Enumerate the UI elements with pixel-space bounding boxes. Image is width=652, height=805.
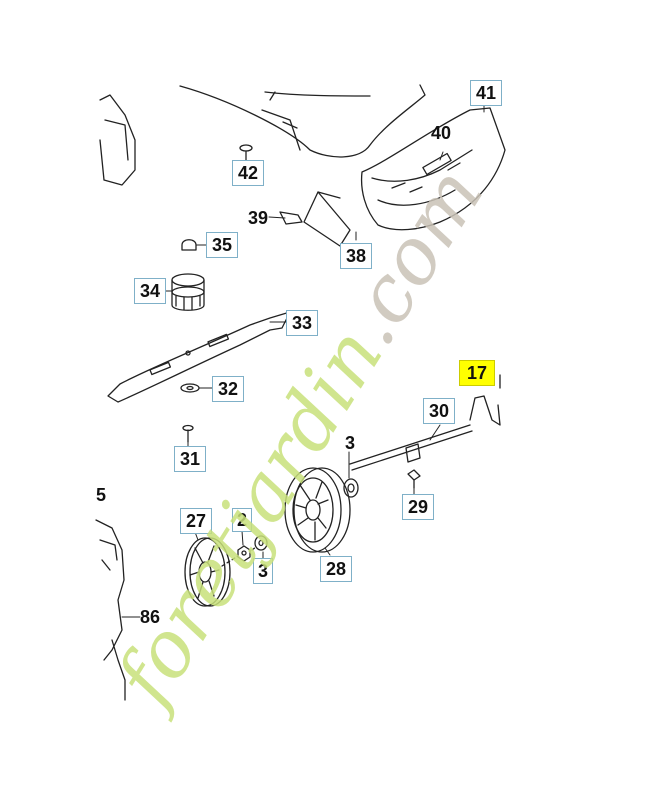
assembly-line-hub: [221, 546, 257, 567]
wheel-28-shape: [284, 467, 351, 553]
part-label-30: 30: [423, 398, 455, 424]
part-label-38: 38: [340, 243, 372, 269]
part-label-39: 39: [247, 207, 269, 228]
bearing-3-upper-shape: [343, 478, 359, 498]
fastener-29-shape: [407, 469, 421, 489]
rear-flap-shape: [279, 191, 351, 247]
rear-cover-shape: [360, 107, 506, 231]
bolt-31-shape: [182, 424, 194, 443]
part-label-41: 41: [470, 80, 502, 106]
part-label-2: 2: [232, 508, 252, 532]
blade-adapter-34-shape: [171, 273, 205, 311]
part-label-17: 17: [459, 360, 495, 386]
part-label-86: 86: [139, 606, 161, 627]
part-label-28: 28: [320, 556, 352, 582]
part-label-3-upper: 3: [344, 432, 355, 453]
hubcap-27-shape: [184, 537, 231, 607]
washer-32-shape: [180, 383, 200, 393]
part-label-29: 29: [402, 494, 434, 520]
part-label-40: 40: [430, 122, 452, 143]
part-label-35: 35: [206, 232, 238, 258]
part-label-34: 34: [134, 278, 166, 304]
part-label-31: 31: [174, 446, 206, 472]
part-label-3-lower: 3: [253, 558, 273, 584]
part-label-42: 42: [232, 160, 264, 186]
washer-3-lower-shape: [254, 535, 268, 551]
part-label-33: 33: [286, 310, 318, 336]
cap-35-shape: [181, 239, 197, 251]
axle-30-shape: [349, 374, 501, 471]
part-label-32: 32: [212, 376, 244, 402]
nut-2-shape: [237, 545, 251, 562]
screw-42-shape: [239, 144, 253, 161]
part-label-27: 27: [180, 508, 212, 534]
engine-housing-fragment: [99, 94, 136, 186]
part-label-5: 5: [95, 484, 106, 505]
mower-deck-shape: [179, 84, 426, 158]
lower-housing-fragment: [95, 519, 126, 701]
